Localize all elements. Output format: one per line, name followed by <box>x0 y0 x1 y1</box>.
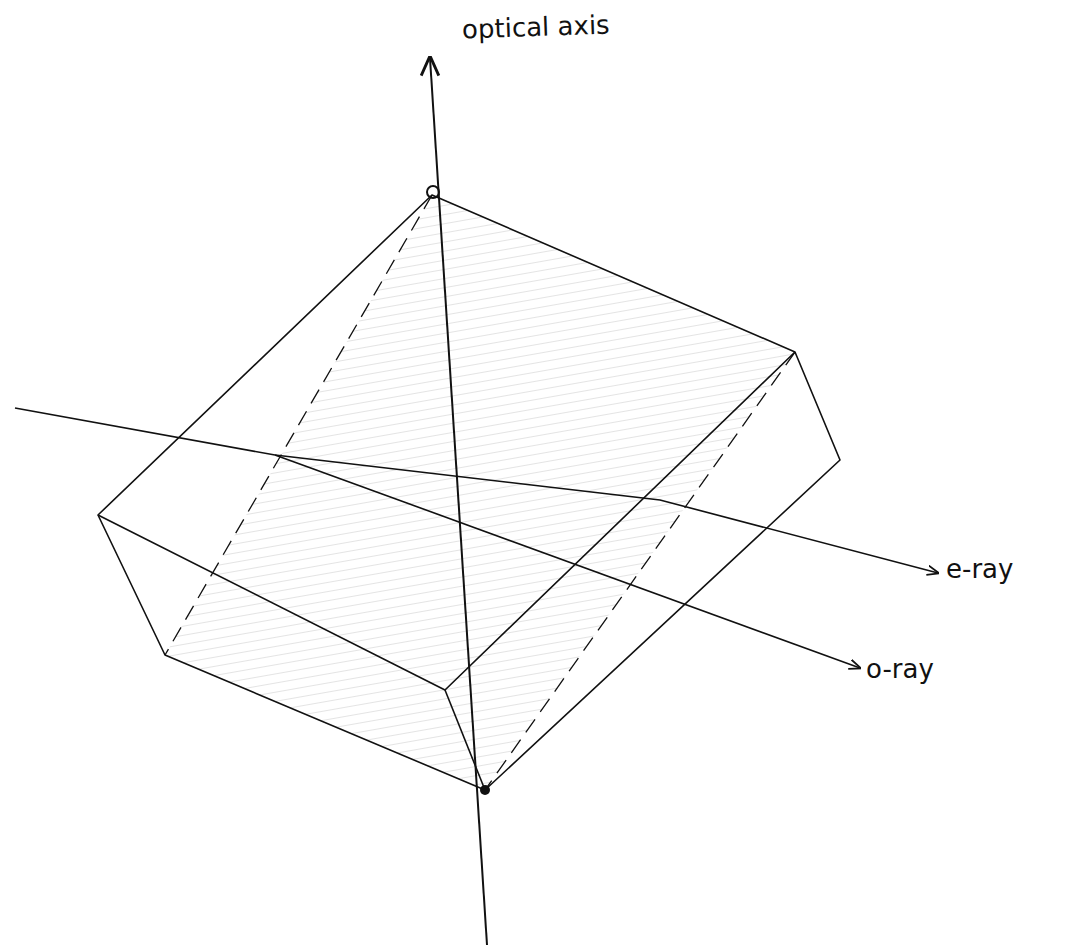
ray-label: optical axis <box>462 11 610 42</box>
o-ray-path <box>275 455 860 668</box>
light-rays <box>15 408 938 668</box>
ray-label: o-ray <box>866 656 934 682</box>
hidden-edge <box>485 352 795 790</box>
incident-ray <box>15 408 275 455</box>
crystal-edges <box>98 195 840 790</box>
e-ray-path <box>275 455 938 573</box>
crystal-edge <box>98 352 795 690</box>
hidden-edge <box>165 195 432 655</box>
principal-section <box>165 195 795 790</box>
hidden-edges <box>165 195 795 790</box>
crystal-outline <box>98 195 840 790</box>
vertex-mark <box>480 785 490 795</box>
ray-label: e-ray <box>946 556 1013 582</box>
crystal-edge <box>445 690 485 790</box>
vertex-mark <box>427 186 439 198</box>
